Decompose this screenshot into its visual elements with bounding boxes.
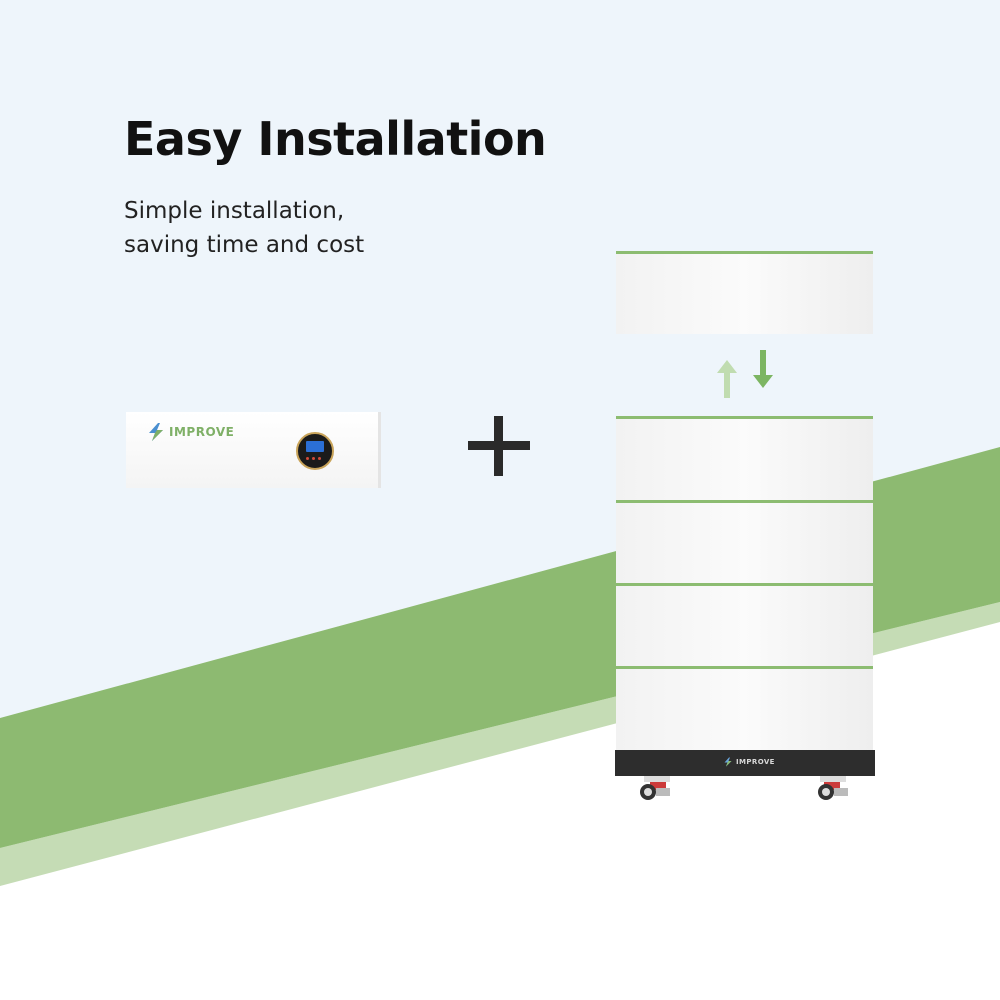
lightning-bolt-icon [149, 423, 163, 441]
inverter-brand-label: IMPROVE [169, 425, 235, 439]
battery-base: IMPROVE [615, 750, 875, 776]
arrow-up-icon [717, 360, 737, 398]
caster-wheel-right [818, 776, 848, 800]
battery-module-4 [616, 666, 873, 750]
subtitle-line-1: Simple installation, [124, 198, 345, 224]
arrow-down-icon [753, 350, 773, 388]
page-title: Easy Installation [124, 112, 547, 166]
battery-brand-label: IMPROVE [736, 758, 775, 766]
plus-icon [468, 416, 530, 476]
battery-module-1 [616, 416, 873, 501]
battery-module-top [616, 251, 873, 334]
subtitle-line-2: saving time and cost [124, 232, 365, 258]
page-subtitle: Simple installation, saving time and cos… [124, 194, 364, 262]
battery-module-2 [616, 500, 873, 585]
lightning-bolt-icon [724, 757, 732, 767]
light-blue-panel [0, 0, 1000, 718]
caster-wheel-left [640, 776, 670, 800]
inverter-logo: IMPROVE [146, 421, 234, 443]
inverter-unit: IMPROVE [126, 412, 381, 488]
lcd-display-icon [296, 432, 334, 470]
battery-logo: IMPROVE [723, 757, 775, 767]
battery-module-3 [616, 583, 873, 668]
